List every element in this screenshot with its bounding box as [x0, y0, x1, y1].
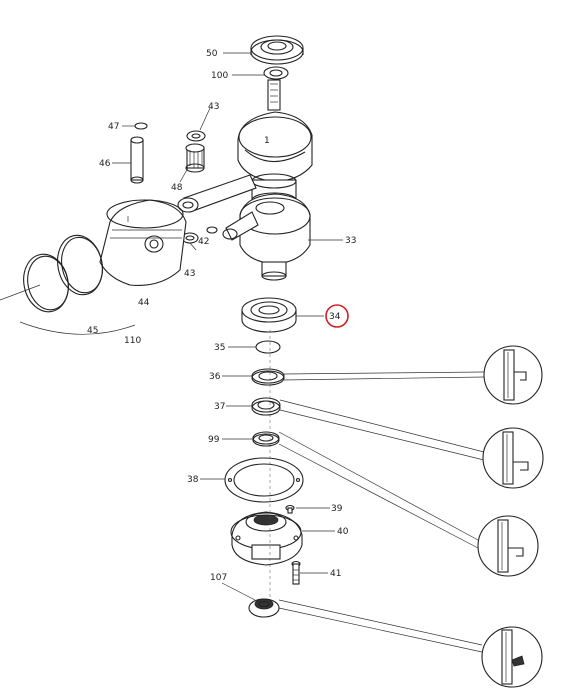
seal-99	[252, 431, 280, 447]
label-34: 34	[329, 312, 341, 322]
screw-39	[285, 504, 295, 514]
top-bearing-50	[250, 35, 304, 65]
label-48: 48	[171, 183, 183, 193]
seal-107-detail	[481, 626, 543, 688]
label-37: 37	[214, 402, 225, 412]
label-leaders	[112, 52, 343, 601]
bearing-34	[241, 297, 297, 333]
label-46: 46	[99, 159, 111, 169]
label-47: 47	[108, 122, 119, 132]
label-1: 1	[264, 136, 270, 146]
label-110: 110	[124, 336, 141, 346]
label-33: 33	[345, 236, 356, 246]
crankshaft-assembly	[177, 79, 313, 281]
label-35: 35	[214, 343, 225, 353]
seal-107	[248, 598, 280, 618]
label-44: 44	[138, 298, 150, 308]
ring-35	[255, 340, 281, 354]
ring-100	[263, 66, 289, 80]
highlight-circle	[325, 304, 349, 328]
bolt-41	[291, 560, 301, 585]
seal-99-detail	[477, 515, 539, 577]
label-99: 99	[208, 435, 220, 445]
label-45: 45	[87, 326, 98, 336]
label-43-upper: 43	[208, 102, 219, 112]
label-50: 50	[206, 49, 218, 59]
label-100: 100	[211, 71, 228, 81]
detail-leaders	[278, 371, 485, 653]
label-40: 40	[337, 527, 349, 537]
seal-36-detail	[483, 345, 543, 405]
label-39: 39	[331, 504, 343, 514]
seal-37	[251, 397, 281, 416]
bearing-housing-40	[230, 511, 303, 566]
label-107: 107	[210, 573, 227, 583]
seal-37-detail	[482, 427, 544, 489]
label-42: 42	[198, 237, 209, 247]
seal-36	[251, 368, 285, 386]
piston-44	[99, 199, 187, 286]
gasket-38	[224, 457, 304, 503]
piston-rings-45	[0, 234, 136, 335]
label-36: 36	[209, 372, 221, 382]
label-38: 38	[187, 475, 199, 485]
label-43-lower: 43	[184, 269, 195, 279]
piston-pin-parts	[130, 122, 218, 244]
label-41: 41	[330, 569, 341, 579]
